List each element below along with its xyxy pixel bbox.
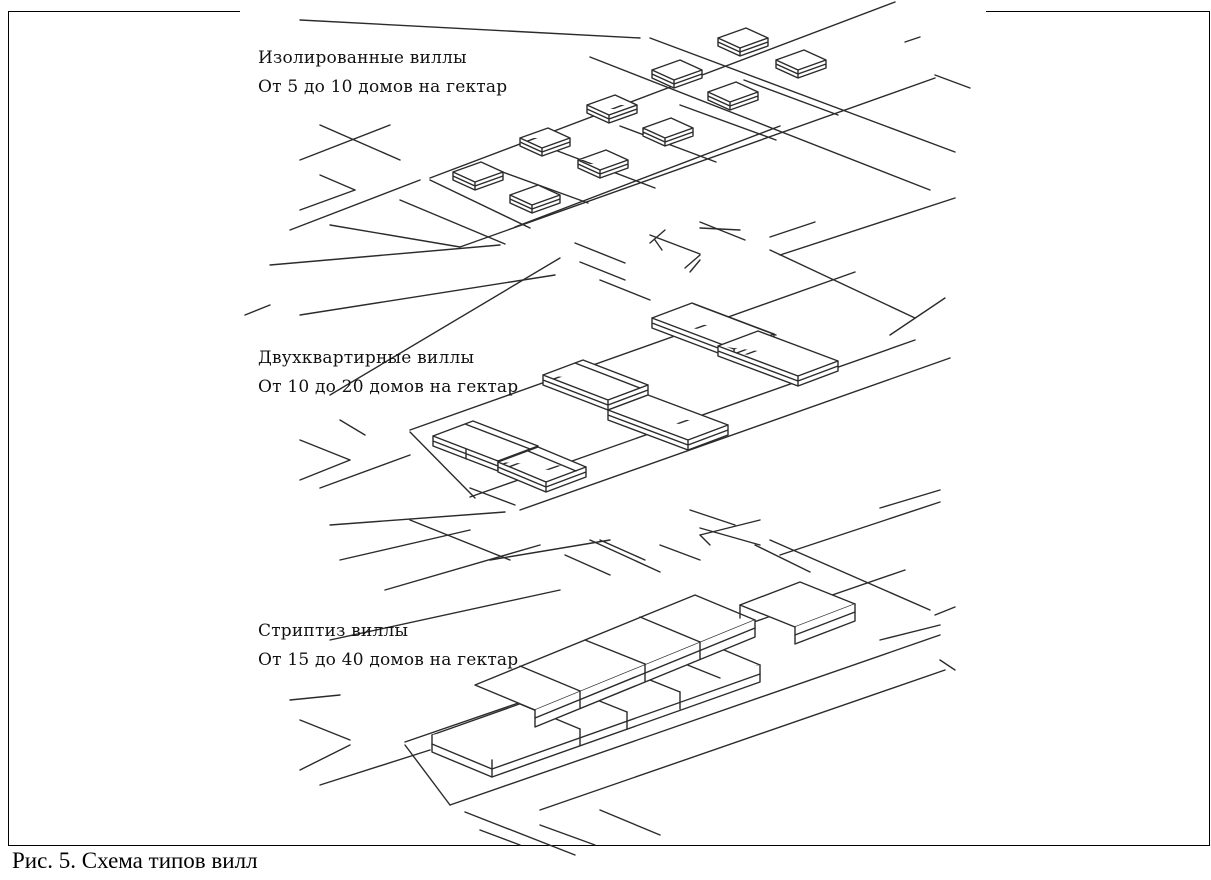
semi-detached-villas-houses [432,302,839,493]
figure-caption: Рис. 5. Схема типов вилл [12,848,258,873]
isolated-villas-plan [269,1,971,336]
isolated-villas-houses [452,27,827,214]
semi-detached-villas-density: От 10 до 20 домов на гектар [258,377,519,397]
strip-villas-title: Стриптиз виллы [258,621,409,641]
isolated-villas-title: Изолированные виллы [258,48,467,68]
semi-detached-villas-plan [244,227,951,641]
top-border-left [8,11,240,12]
figure-border [8,11,1210,846]
isolated-villas-label: Изолированные виллы От 5 до 10 домов на … [258,44,507,102]
isolated-villas-density: От 5 до 10 домов на гектар [258,77,508,97]
semi-detached-villas-label: Двухквартирные виллы От 10 до 20 домов н… [258,344,518,402]
top-border-right [986,11,1209,12]
strip-villas-houses [431,581,856,778]
strip-villas-density: От 15 до 40 домов на гектар [258,650,519,670]
strip-villas-label: Стриптиз виллы От 15 до 40 домов на гект… [258,617,518,675]
semi-detached-villas-title: Двухквартирные виллы [258,348,475,368]
